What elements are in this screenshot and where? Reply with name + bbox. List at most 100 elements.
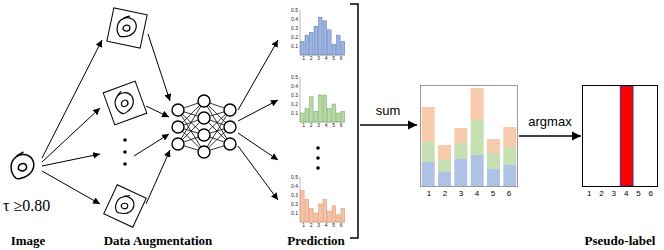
- axis-tick: 6: [340, 123, 343, 128]
- axis-tick: 3: [317, 56, 320, 61]
- illustration-part: [134, 134, 169, 156]
- illustration-part: [314, 26, 318, 55]
- axis-tick: 2: [599, 190, 603, 198]
- axis-tick: 2: [310, 223, 313, 228]
- axis-tick: 0.4: [291, 84, 298, 89]
- illustration-part: [316, 146, 320, 150]
- axis-tick: 0.2: [291, 202, 298, 207]
- illustration-part: [42, 171, 100, 204]
- axis-tick: 1: [302, 223, 305, 228]
- axis-tick: 0.3: [291, 193, 298, 198]
- illustration-part: [300, 177, 345, 222]
- illustration-part: [454, 128, 467, 143]
- illustration-part: [328, 211, 332, 222]
- illustration-part: [316, 166, 320, 170]
- column-title: Image: [11, 234, 46, 247]
- illustration-part: [305, 200, 309, 223]
- pseudo-label-bar: [620, 86, 633, 186]
- illustration-part: [224, 138, 236, 150]
- axis-tick: 3: [459, 190, 463, 198]
- column-title: Pseudo-label: [585, 234, 656, 247]
- illustration-part: [487, 153, 500, 169]
- illustration-part: [115, 14, 138, 39]
- illustration-part: [310, 97, 314, 122]
- illustration-part: [238, 133, 278, 160]
- network-neurons: [172, 95, 236, 158]
- illustration-part: [301, 17, 345, 55]
- illustration-part: [332, 44, 336, 55]
- illustration-part: [305, 109, 309, 123]
- ellipsis-dots: [316, 146, 320, 170]
- arrow-label: argmax: [527, 115, 572, 128]
- illustration-part: [300, 77, 345, 122]
- illustration-part: [238, 146, 278, 200]
- illustration-part: [422, 88, 517, 160]
- stacked-bar-chart: 123456: [420, 85, 518, 187]
- bracket: [350, 4, 358, 238]
- illustration-part: [503, 147, 516, 165]
- arrow-connector: [519, 135, 581, 136]
- augmented-sketch: [103, 81, 147, 125]
- axis-tick: 6: [340, 223, 343, 228]
- illustration-part: [341, 111, 345, 122]
- axis-tick: 3: [317, 223, 320, 228]
- axis-tick: 4: [475, 190, 479, 198]
- axis-tick: 0.2: [291, 35, 298, 40]
- illustration-part: [123, 138, 127, 142]
- illustration-part: [332, 206, 336, 222]
- axis-tick: 4: [325, 223, 328, 228]
- axis-tick: 0.4: [291, 17, 298, 22]
- sum-arrow: [360, 124, 417, 125]
- illustration-part: [422, 142, 435, 162]
- pseudo-label-chart: 123456: [582, 85, 658, 187]
- illustration-part: [487, 139, 500, 153]
- axis-tick: 0.3: [291, 26, 298, 31]
- illustration-part: [422, 155, 517, 187]
- illustration-part: [123, 162, 127, 166]
- axis-tick: 0.2: [291, 102, 298, 107]
- illustration-part: [198, 112, 210, 124]
- axis-tick: 1: [587, 190, 591, 198]
- axis-tick: 6: [340, 56, 343, 61]
- axis-tick: 3: [317, 123, 320, 128]
- illustration-part: [319, 95, 323, 122]
- axis-tick: 0.4: [291, 184, 298, 189]
- illustration-part: [319, 204, 323, 222]
- prediction-chart: [300, 177, 345, 222]
- axis-tick: 1: [302, 123, 305, 128]
- illustration-part: [305, 35, 309, 55]
- axis-tick: 5: [332, 223, 335, 228]
- axis-tick: 0.3: [291, 93, 298, 98]
- illustration-part: [301, 191, 345, 223]
- illustration-part: [314, 111, 318, 122]
- illustration-part: [323, 200, 327, 223]
- axis-tick: 5: [636, 190, 640, 198]
- illustration-part: [316, 156, 320, 160]
- illustration-part: [503, 127, 516, 147]
- axis-tick: 1: [302, 56, 305, 61]
- illustration-part: [146, 150, 170, 204]
- augment-arrows: [42, 40, 102, 204]
- illustration-part: [107, 8, 147, 48]
- illustration-part: [42, 154, 100, 166]
- augmented-sketch: [107, 8, 147, 48]
- illustration-part: [103, 81, 147, 125]
- illustration-part: [471, 120, 484, 155]
- illustration-part: [454, 159, 467, 187]
- network-in-arrows: [134, 34, 170, 204]
- illustration-part: [42, 108, 100, 162]
- column-title: Prediction: [287, 234, 345, 247]
- network-links: [178, 101, 230, 152]
- illustration-part: [314, 213, 318, 222]
- axis-tick: 4: [325, 56, 328, 61]
- illustration-part: [146, 106, 169, 117]
- illustration-part: [438, 172, 451, 187]
- illustration-part: [471, 155, 484, 187]
- axis-tick: 0.5: [291, 8, 298, 13]
- illustration-part: [112, 89, 137, 116]
- illustration-part: [198, 95, 210, 107]
- illustration-part: [438, 145, 451, 160]
- illustration-part: [301, 42, 305, 56]
- illustration-part: [42, 40, 102, 158]
